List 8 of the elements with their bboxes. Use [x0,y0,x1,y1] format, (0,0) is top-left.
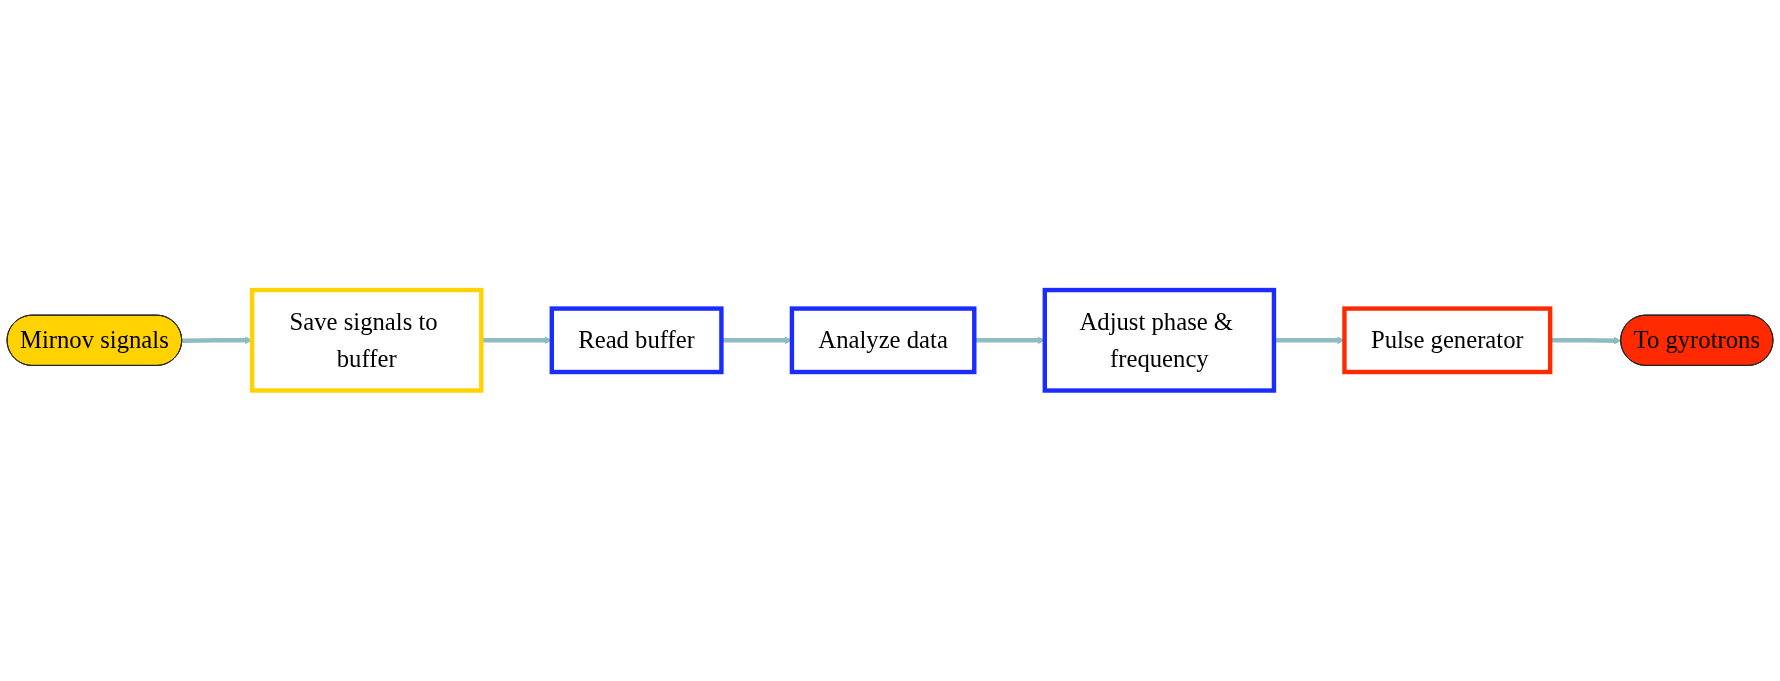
node-box: Pulse generator [1342,306,1553,375]
node-box: Read buffer [549,306,724,375]
arrow [974,336,1046,345]
arrow [481,336,553,345]
node-box: Adjust phase & frequency [1042,288,1277,393]
node-box: Save signals to buffer [249,288,484,393]
arrow [1550,336,1622,345]
node-box: Analyze data [789,306,977,375]
